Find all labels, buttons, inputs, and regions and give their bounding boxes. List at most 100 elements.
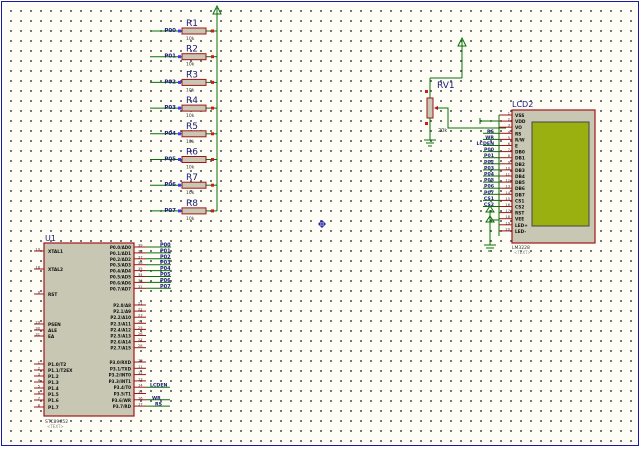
lcd2-pin-name-3: RS <box>515 131 521 137</box>
u1-net-wr: WR <box>152 395 161 401</box>
u1-left-pin-number-4: 30 <box>35 327 40 331</box>
u1-port0-net-label-3: P03 <box>160 260 171 266</box>
resistor-r3-body[interactable] <box>181 78 207 86</box>
resistor-r2-body[interactable] <box>181 53 207 61</box>
resistor-r6-net-label: P05 <box>164 157 176 163</box>
lcd2-pin-number-18: 19 <box>505 221 510 225</box>
lcd2-net-label-4: P01 <box>484 153 494 159</box>
lcd2-pin-number-15: 16 <box>505 203 510 207</box>
u1-left-pin-number-6: 1 <box>38 361 40 365</box>
u1-right-pin-name-13: P2.5/A13 <box>110 334 131 339</box>
power-terminal-icon[interactable] <box>212 4 222 15</box>
lcd2-pin-name-12: DB6 <box>515 186 525 192</box>
resistor-r1-body[interactable] <box>181 27 207 35</box>
u1-right-pin-name-7: P0.7/AD7 <box>110 286 131 291</box>
u1-right-pin-name-9: P2.1/A9 <box>113 309 131 314</box>
power-terminal-icon[interactable] <box>485 215 495 223</box>
u1-right-pin-name-10: P2.2/A10 <box>110 315 131 320</box>
lcd2-net-label-6: P03 <box>484 165 494 171</box>
u1-right-pin-number-13: 26 <box>138 332 143 336</box>
u1-port0-net-label-6: P06 <box>160 278 171 284</box>
resistor-r5-designator: R5 <box>186 122 198 132</box>
u1-right-pin-number-0: 39 <box>138 244 143 248</box>
lcd2-net-label-8: P05 <box>484 178 494 184</box>
resistor-r7-pin2-marker <box>211 183 214 187</box>
u1-left-pin-name-9: P1.3 <box>48 380 59 386</box>
resistor-r8-designator: R8 <box>186 199 198 209</box>
resistor-r6-body[interactable] <box>181 156 207 163</box>
lcd2-pin-name-14: CS1 <box>515 198 524 204</box>
u1-right-pin-number-15: 28 <box>138 344 143 348</box>
lcd2-pin-name-17: VEE <box>515 217 524 223</box>
power-terminal-icon[interactable] <box>457 36 467 47</box>
resistor-r1-net-label: P00 <box>164 28 176 34</box>
lcd2-pin-number-4: 5 <box>508 136 510 140</box>
u1-right-pin-name-17: P3.1/TXD <box>110 366 132 371</box>
u1-body[interactable] <box>43 242 135 417</box>
lcd2-text-tag: <TEXT> <box>514 250 531 255</box>
u1-port0-net-label-1: P01 <box>160 248 171 254</box>
u1-port0-net-label-7: P07 <box>160 284 171 290</box>
u1-right-pin-number-23: 17 <box>138 403 143 407</box>
u1-right-pin-name-15: P2.7/A15 <box>110 346 131 351</box>
u1-right-pin-name-21: P3.5/T1 <box>114 392 132 397</box>
u1-right-pin-name-5: P0.5/AD5 <box>110 275 131 280</box>
resistor-r7-pin1-marker <box>178 183 181 187</box>
u1-left-pin-number-1: 18 <box>35 266 40 270</box>
power-terminal-icon[interactable] <box>485 205 495 213</box>
lcd2-pin-number-1: 2 <box>508 118 510 122</box>
resistor-r6-pin1-marker <box>178 158 181 161</box>
u1-left-pin-name-7: P1.1/T2EX <box>48 368 73 374</box>
u1-right-pin-number-19: 13 <box>138 377 143 381</box>
rv1-value: 20k <box>438 128 447 134</box>
u1-left-pin-name-11: P1.5 <box>48 392 59 398</box>
resistor-r2-designator: R2 <box>186 45 198 55</box>
resistor-r2-value: 10k <box>186 62 195 68</box>
lcd2-pin-name-10: DB4 <box>515 174 525 180</box>
resistor-r5-body[interactable] <box>181 130 207 138</box>
u1-part: STC89C52 <box>45 419 68 425</box>
u1-left-pin-name-4: ALE <box>48 328 57 334</box>
lcd2-net-label-10: P07 <box>484 190 494 196</box>
u1-left-pin-number-12: 7 <box>38 397 40 401</box>
u1-right-pin-number-7: 32 <box>138 285 143 289</box>
u1-left-pin-name-12: P1.6 <box>48 398 59 404</box>
u1-right-pin-number-10: 23 <box>138 314 143 318</box>
lcd2-net-label-2: LCDEN <box>477 141 495 147</box>
u1-port0-net-label-4: P04 <box>160 266 171 272</box>
lcd2-pin-number-13: 14 <box>505 191 510 195</box>
lcd2-pin-number-12: 13 <box>505 185 510 189</box>
lcd2-pin-name-19: LED- <box>515 229 526 235</box>
u1-right-pin-number-11: 24 <box>138 320 143 324</box>
resistor-r8-body[interactable] <box>181 207 207 215</box>
resistor-r4-body[interactable] <box>181 104 207 112</box>
u1-left-pin-number-13: 8 <box>38 404 41 408</box>
lcd2-pin-name-5: E <box>515 144 518 150</box>
lcd2-pin-name-13: DB7 <box>515 192 525 198</box>
resistor-r7-body[interactable] <box>181 181 207 189</box>
resistor-r5-pin2-marker <box>211 132 214 136</box>
u1-right-pin-number-16: 10 <box>138 359 143 363</box>
lcd2-pin-name-6: DB0 <box>515 150 525 156</box>
lcd2-net-label-3: P00 <box>484 147 495 153</box>
lcd2-net-label-5: P02 <box>484 159 494 165</box>
u1-right-pin-number-14: 27 <box>138 338 143 342</box>
lcd2-pin-number-0: 1 <box>508 112 510 116</box>
u1-port0-net-label-2: P02 <box>160 254 171 260</box>
u1-left-pin-number-7: 2 <box>38 367 40 371</box>
rv1-wiper-wire <box>436 107 506 129</box>
resistor-r3-net-label: P02 <box>164 79 176 85</box>
lcd2-pin-name-18: LED+ <box>515 223 528 229</box>
u1-left-pin-number-11: 6 <box>38 391 41 395</box>
lcd2-net-label-0: RS <box>487 129 495 135</box>
lcd2-net-label-1: WR <box>485 135 494 141</box>
u1-right-pin-number-8: 21 <box>138 302 143 306</box>
u1-left-pin-number-3: 29 <box>35 321 40 325</box>
rv1-body[interactable] <box>426 97 434 119</box>
lcd2-pin-number-9: 10 <box>505 166 510 170</box>
resistor-r5-value: 10k <box>186 139 195 145</box>
lcd2-pin-name-15: CS2 <box>515 205 524 211</box>
resistor-r8-net-label: P07 <box>164 208 176 214</box>
